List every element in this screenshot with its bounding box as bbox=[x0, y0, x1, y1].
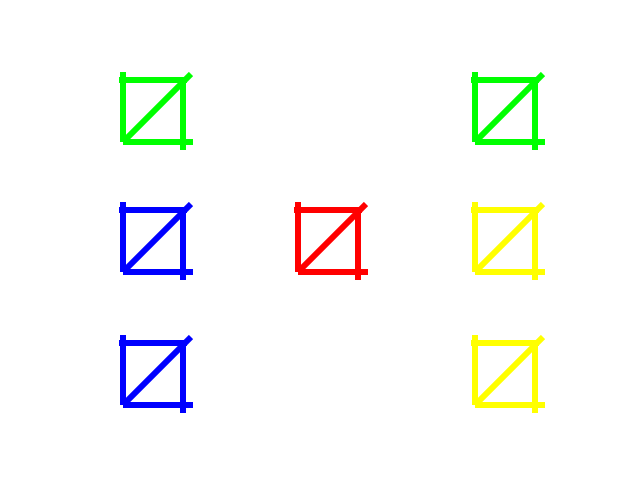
crop-icon bbox=[113, 70, 193, 150]
crop-icon bbox=[113, 200, 193, 280]
crop-icon bbox=[113, 333, 193, 413]
crop-icon bbox=[288, 200, 368, 280]
crop-icon bbox=[465, 200, 545, 280]
crop-icon bbox=[465, 333, 545, 413]
crop-icon bbox=[465, 70, 545, 150]
